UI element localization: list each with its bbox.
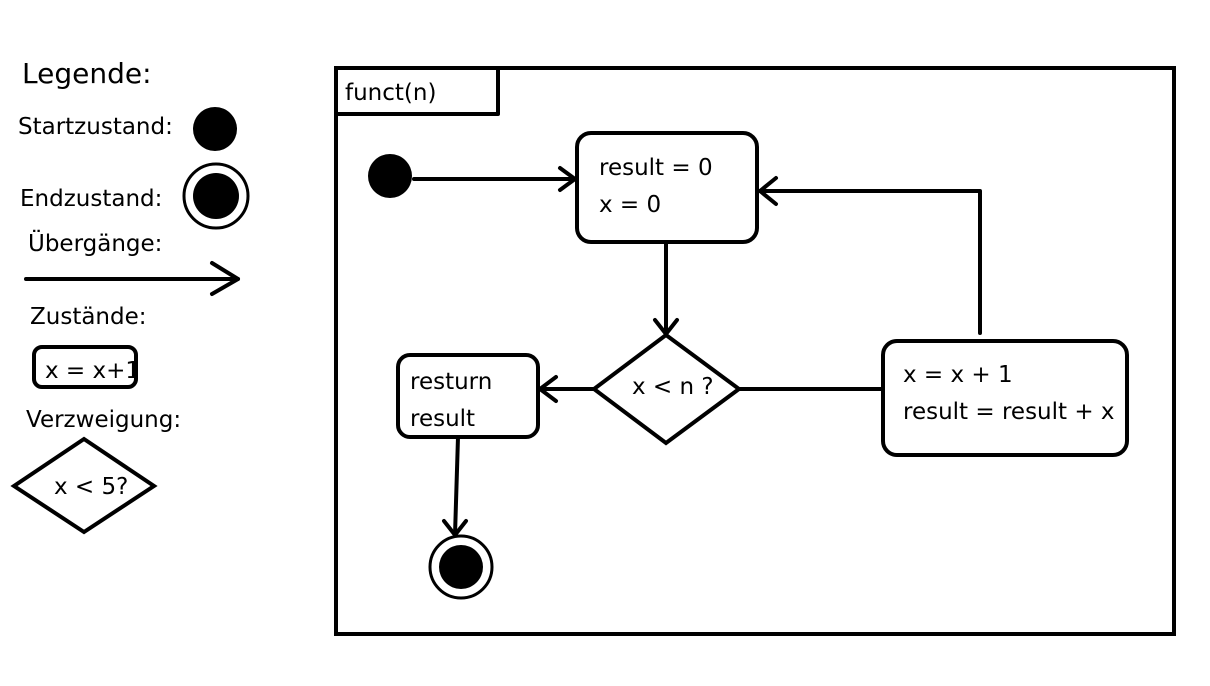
arrow-init-to-decision: [653, 240, 679, 336]
legend-branch-text: x < 5?: [54, 474, 128, 500]
init-state-line2: x = 0: [599, 192, 661, 218]
legend-start-node: [193, 107, 237, 151]
legend-title: Legende:: [22, 57, 152, 90]
init-state: result = 0 x = 0: [575, 131, 759, 244]
update-state-line2: result = result + x: [903, 399, 1115, 425]
return-state: resturn result: [396, 353, 540, 439]
legend-end-label: Endzustand:: [20, 186, 162, 212]
arrow-start-to-init: [412, 166, 577, 192]
function-frame: funct(n): [334, 66, 1176, 636]
update-state: x = x + 1 result = result + x: [881, 339, 1129, 457]
frame-title: funct(n): [345, 80, 436, 106]
legend-state-node: [32, 345, 138, 389]
decision-node: x < n ?: [590, 332, 743, 446]
legend-branch-node: [10, 436, 158, 535]
arrow-return-to-end: [442, 435, 468, 537]
return-state-line1: resturn: [410, 369, 492, 395]
return-state-line2: result: [410, 406, 475, 432]
update-state-line1: x = x + 1: [903, 362, 1013, 388]
init-state-line1: result = 0: [599, 155, 713, 181]
decision-text: x < n ?: [632, 374, 714, 400]
arrow-decision-to-return: [538, 375, 596, 403]
legend-branch-label: Verzweigung:: [26, 407, 181, 433]
legend-transition-label: Übergänge:: [28, 229, 162, 257]
end-node: [428, 534, 494, 600]
arrow-update-to-init: [758, 176, 982, 335]
legend-end-node: [182, 162, 250, 230]
legend-state-label: Zustände:: [30, 304, 147, 330]
legend: Legende: Startzustand: Endzustand: Überg…: [10, 57, 250, 535]
legend-start-label: Startzustand:: [18, 114, 173, 140]
legend-state-text: x = x+1: [45, 358, 140, 384]
start-node: [368, 154, 412, 198]
legend-transition-arrow: [24, 261, 240, 296]
transitions: [412, 166, 982, 537]
